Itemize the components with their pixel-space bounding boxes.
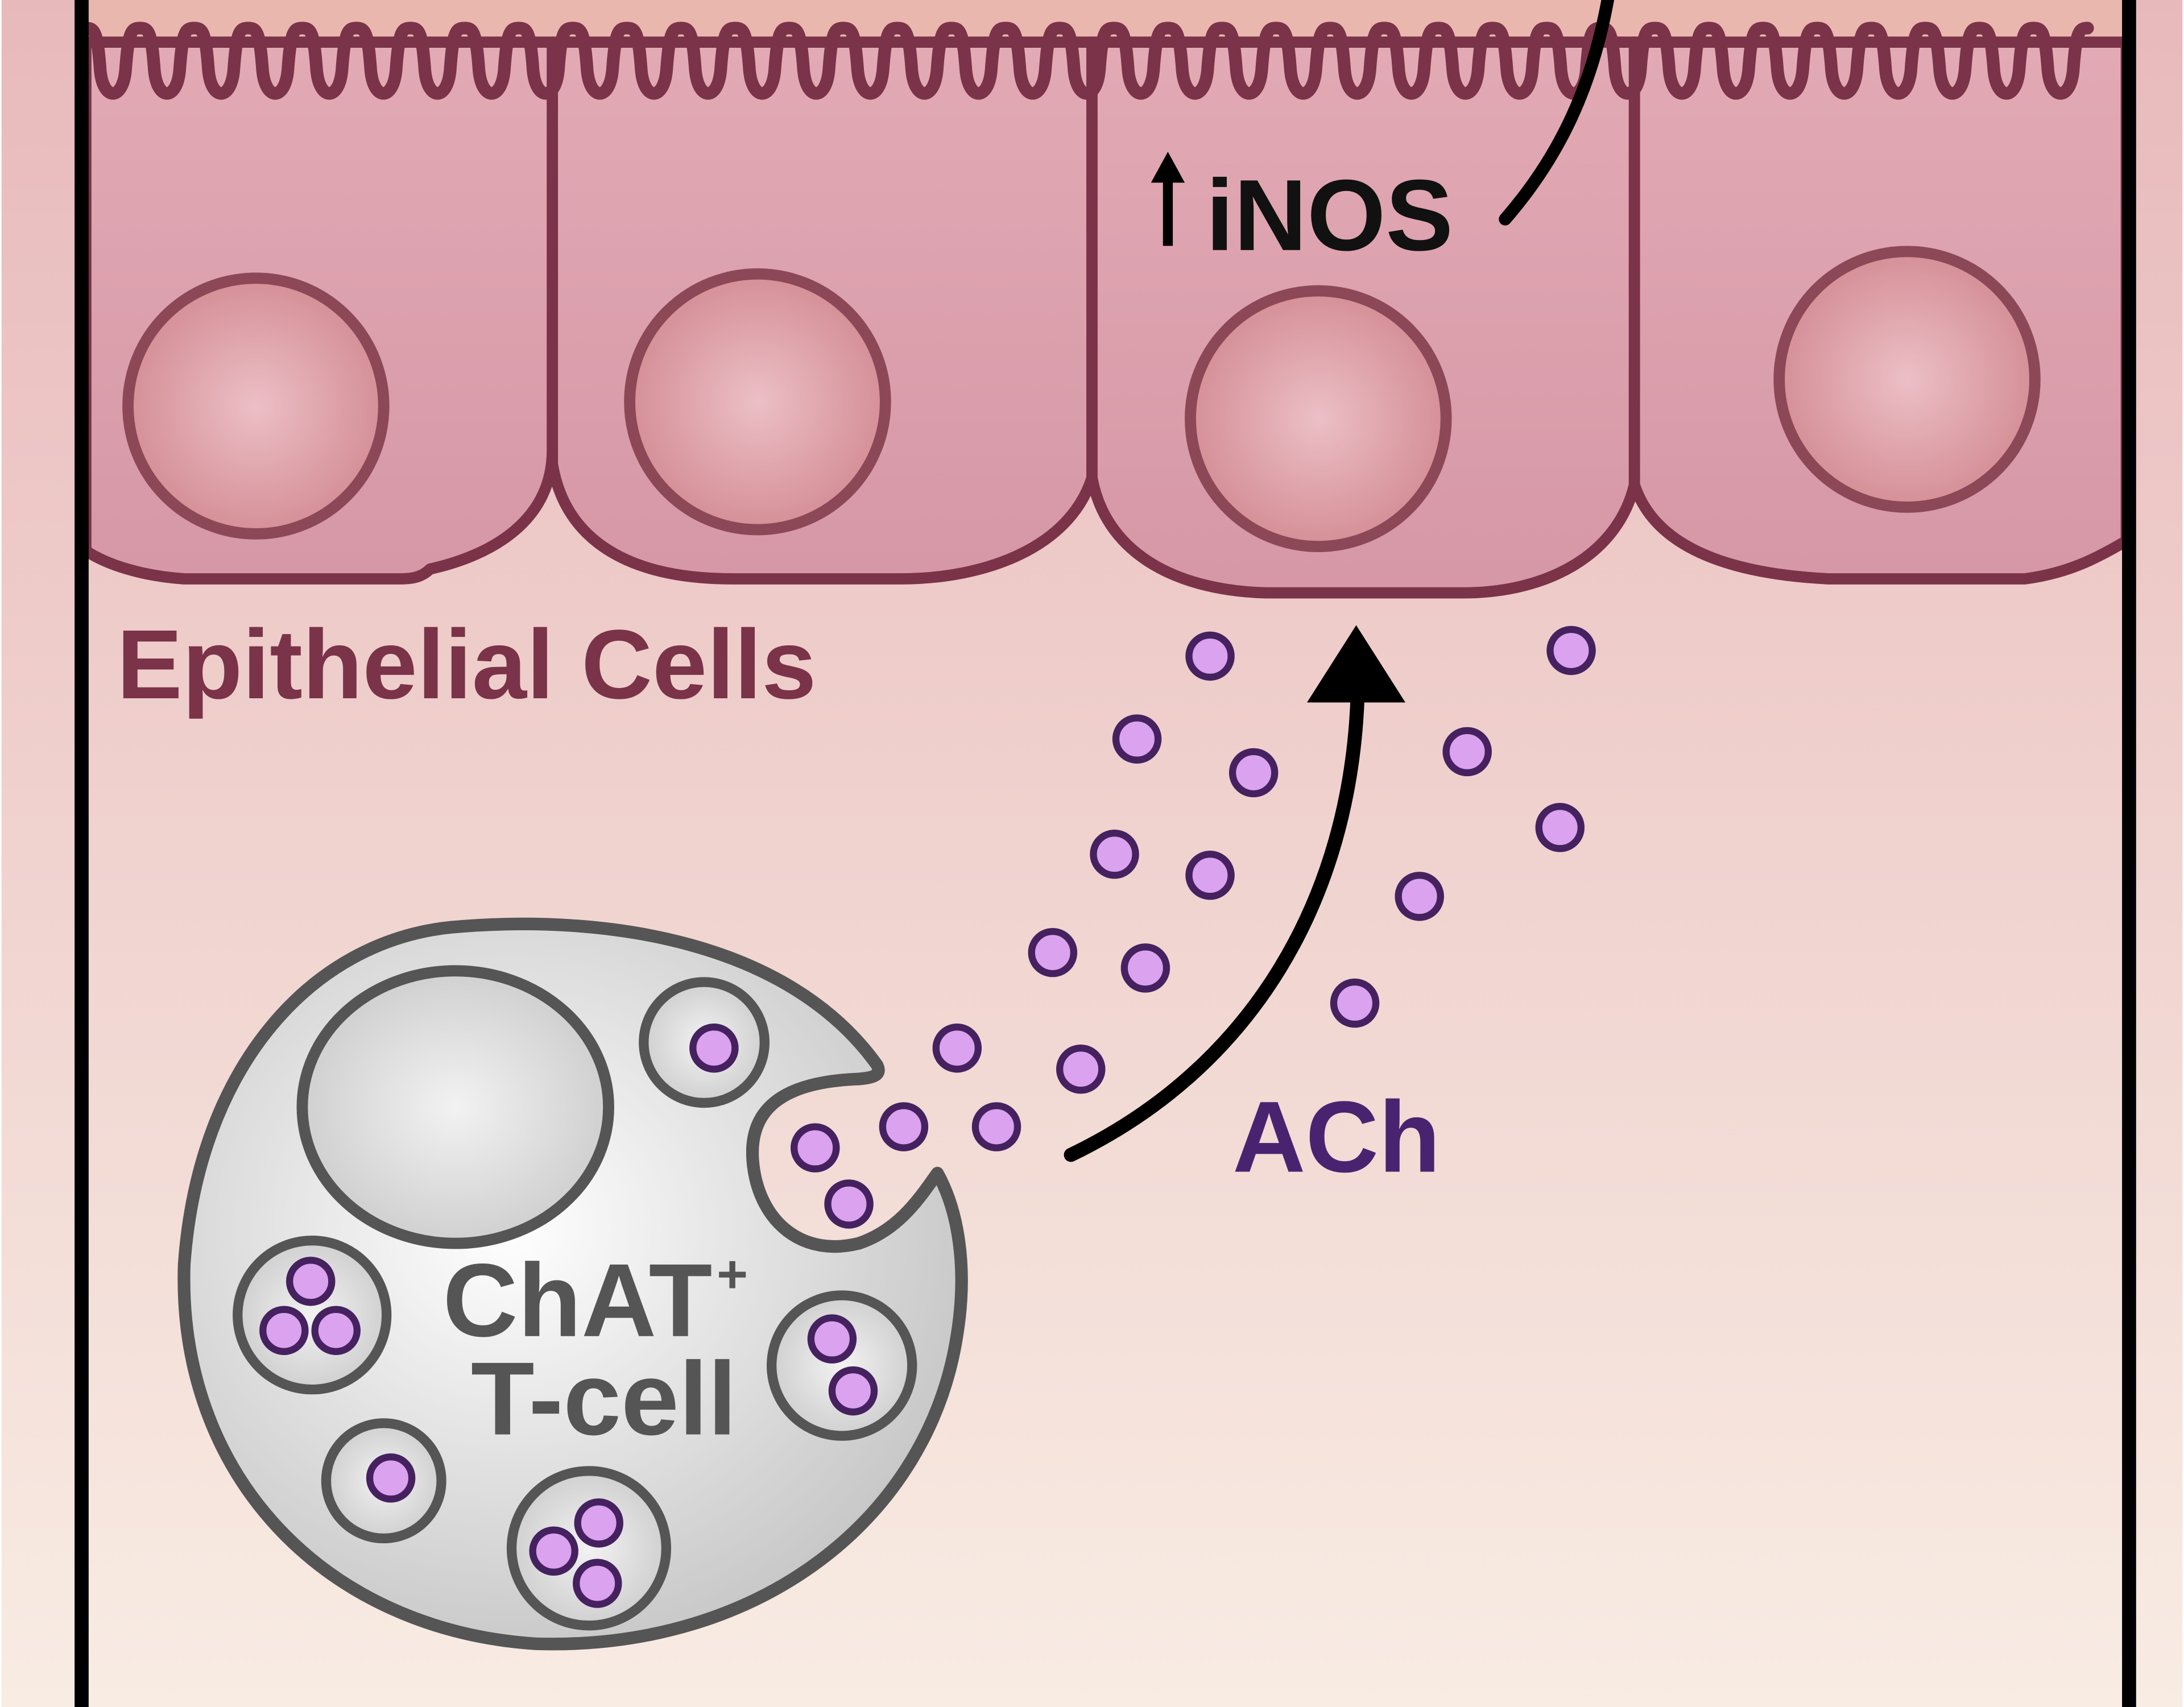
ach-vesicle (1090, 829, 1139, 879)
secretory-granule (506, 1466, 672, 1631)
ach-vesicle (1395, 872, 1444, 921)
ach-vesicle (1112, 714, 1162, 764)
t-cell-label-chat: ChAT (442, 1242, 712, 1358)
ach-molecules (791, 625, 1596, 1229)
ach-vesicle (1185, 851, 1235, 900)
ach-vesicle (1185, 631, 1235, 681)
t-cell-label-tcell: T-cell (471, 1340, 737, 1457)
t-cell-label-superscript: + (717, 1244, 748, 1304)
ach-vesicle (366, 1453, 416, 1503)
epithelial-cells-label: Epithelial Cells (117, 609, 816, 719)
ach-vesicle (971, 1102, 1021, 1151)
ach-vesicle (1056, 1045, 1106, 1094)
ach-vesicle (529, 1526, 578, 1576)
ach-vesicle (689, 1023, 739, 1073)
t-cell-nucleus (296, 965, 614, 1249)
nucleus (1773, 246, 2041, 513)
ach-label: ACh (1232, 1080, 1441, 1194)
ach-vesicle (1442, 727, 1492, 777)
curved-arrow-icon (1499, 0, 1614, 226)
ach-vesicle (807, 1314, 857, 1364)
nucleus (1185, 285, 1452, 553)
ach-vesicle (286, 1257, 336, 1306)
ach-vesicle (259, 1306, 309, 1356)
microvilli (79, 22, 2094, 100)
ach-vesicle (311, 1306, 361, 1356)
ach-vesicle (932, 1023, 982, 1073)
ach-vesicle (1228, 748, 1279, 798)
ach-vesicle (791, 1123, 840, 1172)
ach-vesicle (573, 1559, 622, 1608)
up-arrow-icon (1151, 151, 1185, 246)
ach-vesicle (824, 1179, 874, 1229)
inos-label: iNOS (1206, 159, 1453, 272)
secretory-granule (767, 1290, 917, 1441)
arrowhead-icon (1307, 625, 1405, 703)
ach-vesicle (574, 1498, 623, 1548)
ach-vesicle (1535, 803, 1585, 852)
ach-vesicle (1330, 978, 1380, 1028)
ach-vesicle (1028, 927, 1078, 977)
ach-vesicle (1546, 625, 1596, 676)
curved-arrow-icon (1064, 688, 1365, 1162)
t-cell-vesicles (233, 977, 917, 1631)
ach-vesicle (1120, 943, 1170, 993)
nucleus (122, 272, 390, 540)
ach-vesicle (828, 1366, 878, 1416)
nuclei (122, 246, 2041, 553)
ach-vesicle (879, 1102, 929, 1151)
nucleus (624, 268, 891, 536)
